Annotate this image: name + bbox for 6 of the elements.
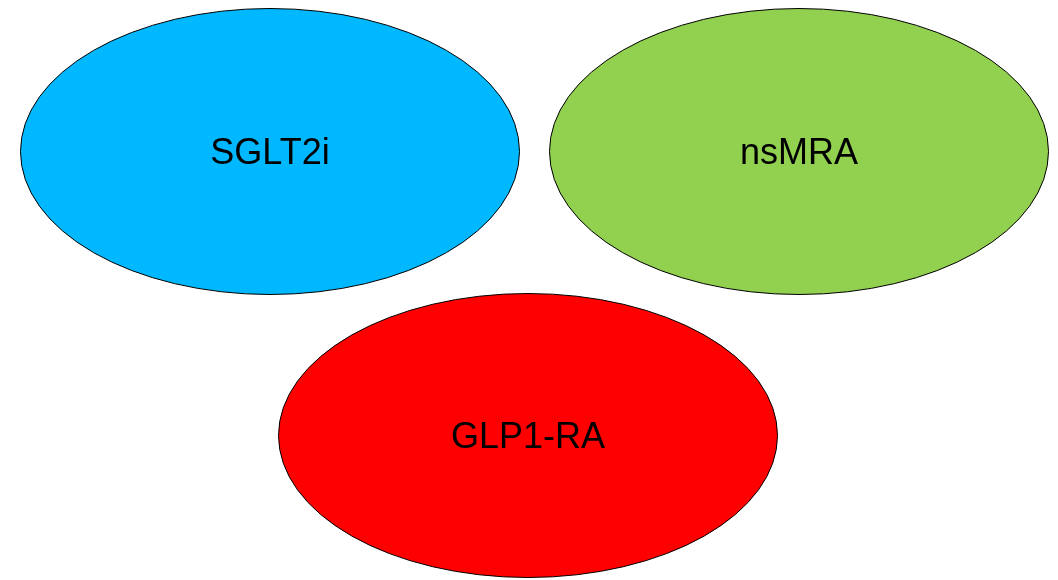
ellipse-node xyxy=(549,8,1049,295)
ellipse-node xyxy=(20,8,520,295)
node-label: nsMRA xyxy=(740,130,858,173)
ellipse-node xyxy=(278,293,778,578)
node-label: SGLT2i xyxy=(210,130,330,173)
node-label: GLP1-RA xyxy=(450,414,606,457)
